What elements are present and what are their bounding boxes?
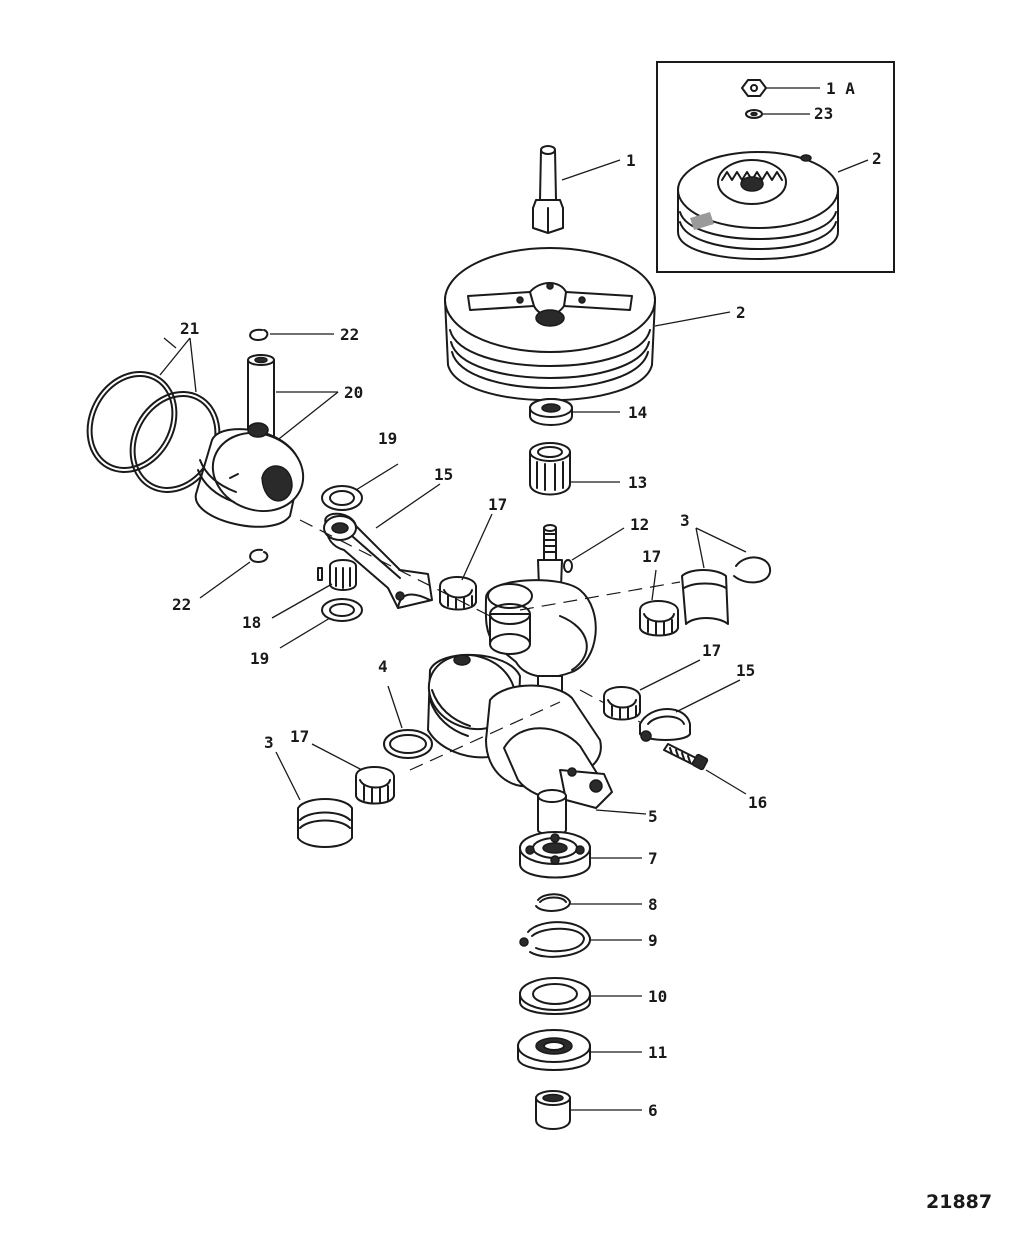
document-number: 21887 (926, 1191, 992, 1213)
callout-17-mid: 17 (702, 641, 721, 660)
callout-19-bottom: 19 (250, 649, 269, 668)
callout-17-right: 17 (642, 547, 661, 566)
callout-6: 6 (648, 1101, 658, 1120)
callout-1: 1 (626, 151, 636, 170)
callout-18: 18 (242, 613, 261, 632)
seal-11-part (517, 1029, 591, 1071)
callout-8: 8 (648, 895, 658, 914)
key-12-part (563, 559, 573, 573)
callout-7: 7 (648, 849, 658, 868)
callout-13: 13 (628, 473, 647, 492)
stud-part (532, 145, 564, 234)
callout-10: 10 (648, 987, 667, 1006)
retaining-ring-9-part (519, 921, 592, 958)
callout-20: 20 (344, 383, 363, 402)
inset-flywheel (677, 151, 839, 260)
rod-cap-15-right-part (639, 708, 691, 742)
callout-1a: 1 A (826, 79, 855, 98)
ring-4-part (383, 729, 433, 759)
retainer-22-bottom-part (249, 548, 269, 563)
snap-ring-8-part (535, 893, 571, 912)
callout-22-bottom: 22 (172, 595, 191, 614)
flywheel-part (444, 247, 656, 402)
callout-11: 11 (648, 1043, 667, 1062)
piston-upper-part (194, 422, 305, 528)
callout-15-top: 15 (434, 465, 453, 484)
ball-bearing-7-part (519, 831, 591, 879)
callout-21: 21 (180, 319, 199, 338)
callout-19-top: 19 (378, 429, 397, 448)
sleeve-3-bottom-part (297, 798, 353, 848)
washer-19-bottom-part (321, 598, 363, 622)
seal-14-part (529, 398, 573, 426)
crankshaft-part (427, 524, 613, 836)
sleeve-3-top-part (681, 556, 772, 625)
callout-2: 2 (736, 303, 746, 322)
callout-16: 16 (748, 793, 767, 812)
callout-2-inset: 2 (872, 149, 882, 168)
callout-15-right: 15 (736, 661, 755, 680)
callout-12: 12 (630, 515, 649, 534)
callout-5: 5 (648, 807, 658, 826)
callout-3-top: 3 (680, 511, 690, 530)
callout-23: 23 (814, 104, 833, 123)
inset-washer (745, 109, 763, 119)
callout-14: 14 (628, 403, 647, 422)
inset-frame (656, 61, 895, 273)
callout-22-top: 22 (340, 325, 359, 344)
callout-17-top: 17 (488, 495, 507, 514)
bearing-half-17-mid-part (603, 686, 641, 721)
needle-cage-18-part (317, 559, 357, 591)
callout-4: 4 (378, 657, 388, 676)
connecting-rod-15-top-part (323, 512, 433, 609)
washer-19-top-part (321, 485, 363, 511)
bearing-13-part (529, 442, 571, 496)
bearing-half-17-right-part (639, 600, 679, 637)
bearing-half-17-bottom-part (355, 766, 395, 805)
bearing-half-17-top-part (439, 576, 477, 611)
washer-10-part (519, 977, 591, 1015)
inset-nut (741, 79, 767, 97)
callout-3-bottom: 3 (264, 733, 274, 752)
callout-9: 9 (648, 931, 658, 950)
callout-17-bottom: 17 (290, 727, 309, 746)
bushing-6-part (535, 1090, 571, 1130)
retainer-22-top-part (249, 328, 269, 341)
bolt-16-part (663, 743, 709, 771)
